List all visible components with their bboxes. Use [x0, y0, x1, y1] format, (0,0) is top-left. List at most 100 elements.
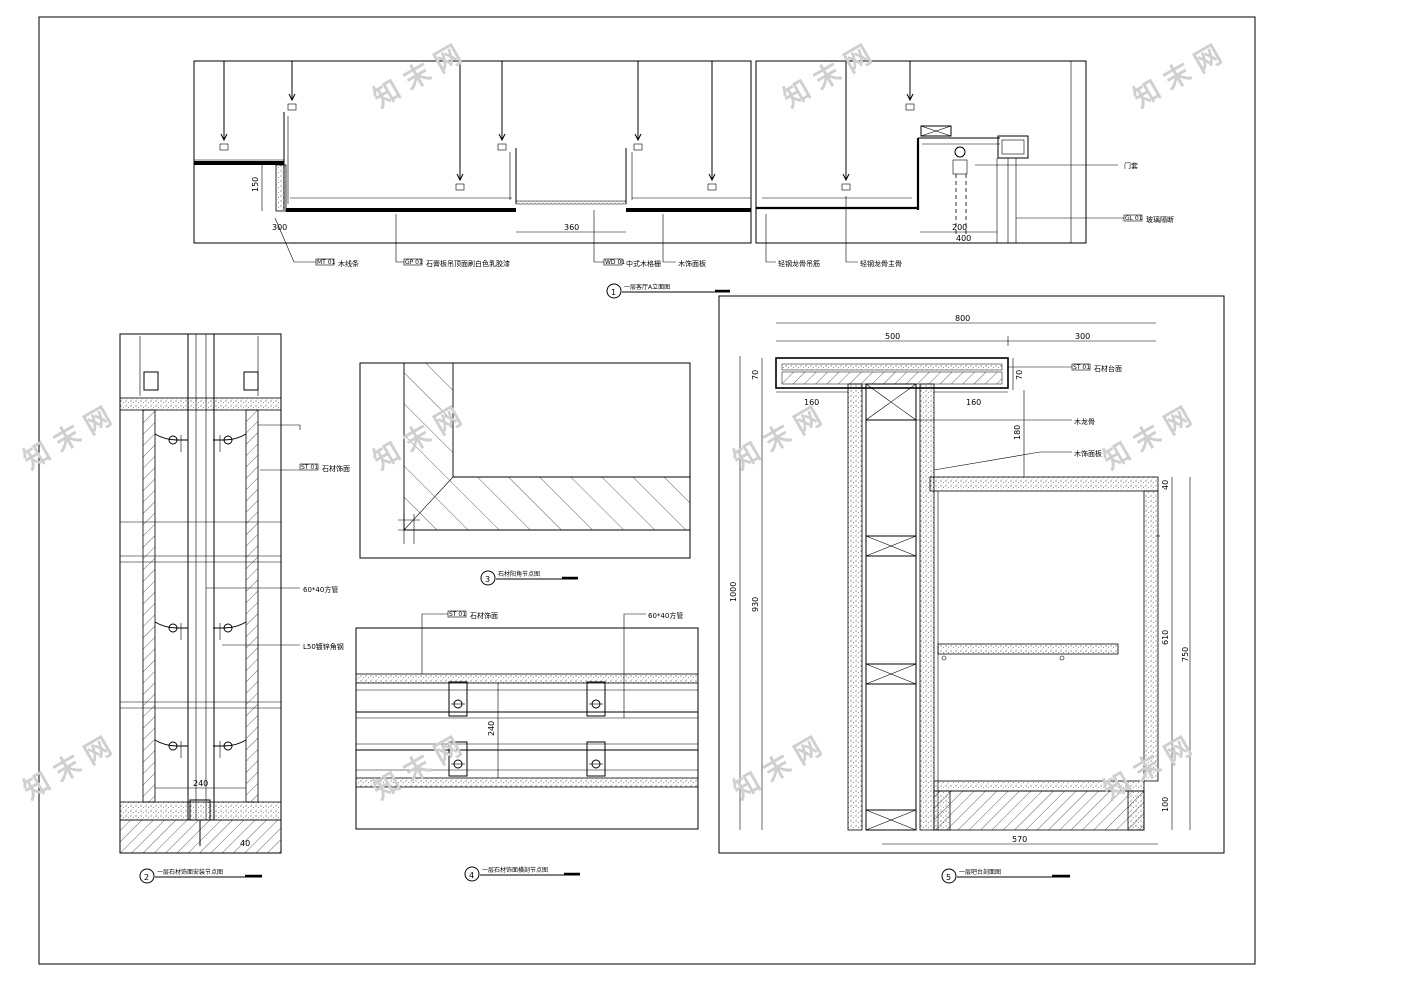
dim-70b: 70: [1015, 370, 1024, 380]
view-2-number-circle: [139, 868, 155, 884]
tag-gl01: GL 01: [1125, 215, 1143, 222]
label-steel-pipe: 60*40方管: [303, 585, 338, 594]
watermark-text: 知 末 网: [369, 732, 467, 806]
label-gypsum-board: 石膏板吊顶面刷白色乳胶漆: [426, 259, 510, 268]
watermark-text: 知 末 网: [729, 402, 827, 476]
view-4-number-circle: [464, 866, 480, 882]
view-1-number: 1: [611, 288, 616, 297]
dim-570: 570: [1012, 835, 1027, 844]
hanger-rod: [707, 61, 717, 191]
label-stone-face: 石材饰面: [322, 464, 350, 473]
tag-st01-v4: ST 01: [449, 611, 466, 618]
dim-300: 300: [1075, 332, 1090, 341]
label-steel-keel: 轻钢龙骨吊筋: [778, 259, 820, 268]
label-stone-face-v4: 石材饰面: [470, 611, 498, 620]
hanger-rod: [841, 61, 851, 191]
stone-clip: [448, 681, 468, 717]
dim-800: 800: [955, 314, 970, 323]
watermark-text: 知 末 网: [1099, 402, 1197, 476]
bracket-anchor: [154, 433, 188, 452]
dim-930: 930: [751, 597, 760, 612]
label-steel-pipe-v4: 60*40方管: [648, 611, 683, 620]
tag-mt01: MT 01: [317, 259, 336, 266]
dim-400: 400: [956, 234, 971, 243]
view-3-title: 石材阳角节点图: [498, 570, 540, 578]
watermark-text: 知 末 网: [19, 402, 117, 476]
view-1-title: 一层客厅A立面图: [624, 283, 670, 291]
bracket-anchor: [213, 621, 247, 640]
hanger-rod: [287, 61, 297, 111]
view-5-title: 一层吧台剖面图: [959, 868, 1001, 876]
dim-40: 40: [1161, 480, 1170, 490]
view-4-section: 240 ST 01 石材饰面 60*40方管 4 一层石材饰面横剖节点图: [355, 610, 699, 882]
view-4-title: 一层石材饰面横剖节点图: [482, 866, 548, 874]
hanger-rod: [905, 61, 915, 111]
view-4-number: 4: [469, 871, 474, 880]
stone-clip: [586, 741, 606, 777]
label-wood-line: 木线条: [338, 259, 359, 268]
label-wood-veneer-v5: 木饰面板: [1074, 449, 1102, 458]
view-2-title: 一层石材饰面安装节点图: [157, 868, 223, 876]
hanger-rod: [455, 61, 465, 191]
dim-70a: 70: [751, 370, 760, 380]
label-stone-top: 石材台面: [1094, 364, 1122, 373]
hanger-rod: [219, 61, 229, 151]
label-wood-keel: 木龙骨: [1074, 417, 1095, 426]
view-1-number-circle: [606, 283, 622, 299]
label-glass-bolt: 玻璃隔断: [1146, 215, 1174, 224]
dim-240: 240: [193, 779, 208, 788]
dim-180: 180: [1013, 425, 1022, 440]
dim-100: 100: [1161, 797, 1170, 812]
wood-block: [865, 535, 917, 557]
wood-block: [865, 809, 917, 831]
sheet-border: [38, 16, 1256, 965]
dim-1000: 1000: [729, 582, 738, 602]
dim-360: 360: [564, 223, 579, 232]
label-steel-main: 轻钢龙骨主骨: [860, 259, 902, 268]
view-3-number: 3: [485, 575, 490, 584]
dim-160b: 160: [966, 398, 981, 407]
tag-st01-v5: ST 01: [1073, 364, 1090, 371]
wood-block: [865, 663, 917, 685]
watermark-text: 知 末 网: [1129, 40, 1227, 114]
watermark-layer: 知 末 网知 末 网知 末 网知 末 网知 末 网知 末 网知 末 网知 末 网…: [19, 40, 1227, 806]
view-5-number-circle: [941, 868, 957, 884]
dim-750: 750: [1181, 647, 1190, 662]
label-wood-veneer: 木饰面板: [678, 259, 706, 268]
label-door-head: 门套: [1124, 161, 1138, 170]
view-3-corner: 3 石材阳角节点图: [359, 362, 691, 586]
watermark-text: 知 末 网: [369, 40, 467, 114]
dim-40: 40: [240, 839, 250, 848]
label-angle-steel: L50镀锌角钢: [303, 642, 344, 651]
view-2-section: 240 40 ST 01 石材饰面 60*40方管 L50镀锌角钢 2 一层石材…: [119, 333, 350, 884]
tag-wd01: WD 01: [605, 259, 625, 266]
view-5-number: 5: [946, 873, 951, 882]
label-wood-ceiling: 中式木格栅: [626, 259, 661, 268]
dim-240-h: 240: [487, 721, 496, 736]
tag-gp01: GP 01: [405, 259, 423, 266]
dim-610: 610: [1161, 630, 1170, 645]
watermark-text: 知 末 网: [19, 732, 117, 806]
bracket-anchor: [154, 739, 188, 758]
view-3-number-circle: [480, 570, 496, 586]
dim-300: 300: [272, 223, 287, 232]
view-5-section: 800 500 300 70 70 160 160 180 1000 930 4…: [718, 295, 1225, 884]
dim-160a: 160: [804, 398, 819, 407]
bracket-anchor: [213, 739, 247, 758]
stone-clip: [448, 741, 468, 777]
dim-150: 150: [251, 177, 260, 192]
view-2-number: 2: [144, 873, 149, 882]
dim-200: 200: [952, 223, 967, 232]
tag-st01: ST 01: [301, 464, 318, 471]
wood-block: [865, 383, 917, 421]
stone-clip: [586, 681, 606, 717]
watermark-text: 知 末 网: [729, 732, 827, 806]
watermark-text: 知 末 网: [779, 40, 877, 114]
dim-500: 500: [885, 332, 900, 341]
bracket-anchor: [213, 433, 247, 452]
bracket-anchor: [154, 621, 188, 640]
view-1-elevation: 150 300 360 200 400 MT 01 木线条 GP 01 石膏板吊…: [193, 60, 1174, 299]
hanger-rod: [633, 61, 643, 151]
